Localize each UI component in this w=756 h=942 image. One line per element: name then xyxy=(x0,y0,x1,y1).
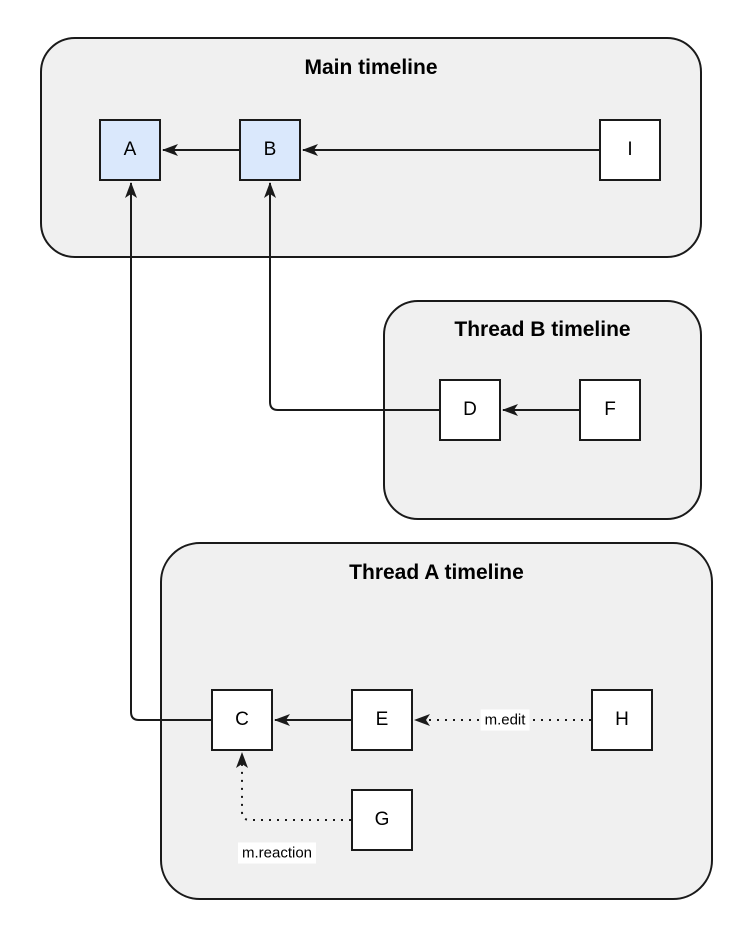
node-d: D xyxy=(439,379,501,441)
node-b: B xyxy=(239,119,301,181)
node-e: E xyxy=(351,689,413,751)
node-i: I xyxy=(599,119,661,181)
node-h: H xyxy=(591,689,653,751)
main-timeline-title: Main timeline xyxy=(304,56,438,79)
thread-b-timeline-title: Thread B timeline xyxy=(454,318,631,341)
node-g: G xyxy=(351,789,413,851)
node-f: F xyxy=(579,379,641,441)
container-thread-b-timeline: Thread B timeline xyxy=(383,300,702,520)
node-a: A xyxy=(99,119,161,181)
node-c: C xyxy=(211,689,273,751)
edge-label-m-edit: m.edit xyxy=(480,709,530,731)
edge-label-m-reaction: m.reaction xyxy=(237,842,317,864)
thread-a-timeline-title: Thread A timeline xyxy=(349,561,524,584)
